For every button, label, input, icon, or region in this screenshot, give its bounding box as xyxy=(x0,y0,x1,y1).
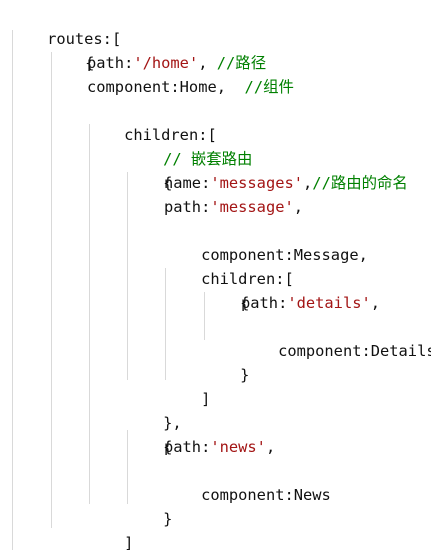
code-line-8: name:'messages',//路由的命名 xyxy=(164,171,408,195)
code-line-9: path:'message', xyxy=(164,195,303,219)
close-bracket: ] xyxy=(124,534,134,550)
indent-guide-level-2 xyxy=(51,52,52,528)
children-key: children:[ xyxy=(201,270,294,288)
nested-route-comment: // 嵌套路由 xyxy=(163,150,253,168)
routes-declaration: routes:[ xyxy=(47,30,122,48)
close-brace: } xyxy=(163,510,173,528)
close-brace: } xyxy=(240,366,250,384)
code-line-13: path:'details', xyxy=(241,291,380,315)
indent-guide-level-6 xyxy=(204,292,205,340)
code-line-21: } xyxy=(126,483,172,528)
children-key: children:[ xyxy=(124,126,217,144)
comma: , xyxy=(198,54,217,72)
code-line-12: { xyxy=(203,267,249,312)
component-comment: //组件 xyxy=(244,78,294,96)
code-line-20: component:News xyxy=(164,459,331,504)
code-line-3: path:'/home', //路径 xyxy=(87,51,266,75)
path-key: path: xyxy=(164,198,211,216)
path-value: 'news' xyxy=(210,438,266,456)
path-comment: //路径 xyxy=(216,54,267,72)
component-news: component:News xyxy=(201,486,331,504)
indent-guide-level-1 xyxy=(12,30,13,550)
code-line-1: routes:[ xyxy=(10,3,121,48)
indent-guide-level-4a xyxy=(127,172,128,380)
code-line-6: // 嵌套路由 xyxy=(126,123,252,168)
comma: , xyxy=(303,174,313,192)
indent-guide-level-3 xyxy=(89,124,90,504)
open-brace: { xyxy=(240,294,250,312)
code-line-10: component:Message, xyxy=(164,219,368,264)
path-key: path: xyxy=(87,54,134,72)
open-brace: { xyxy=(163,438,173,456)
code-line-16: ] xyxy=(164,363,210,408)
path-key: path: xyxy=(241,294,288,312)
open-brace: { xyxy=(163,174,173,192)
path-value: 'message' xyxy=(210,198,294,216)
name-value: 'messages' xyxy=(210,174,304,192)
code-line-19: path:'news', xyxy=(164,435,275,459)
name-comment: //路由的命名 xyxy=(312,174,408,192)
code-line-23: }, xyxy=(48,526,104,550)
code-line-22: ] xyxy=(87,507,133,550)
name-key: name: xyxy=(164,174,211,192)
code-line-4: component:Home, //组件 xyxy=(87,75,294,99)
component-details: component:Details xyxy=(278,342,431,360)
component-home: component:Home, xyxy=(87,78,226,96)
code-line-14: component:Details xyxy=(241,315,431,360)
comma: , xyxy=(370,294,381,312)
indent-guide-level-5 xyxy=(165,268,166,380)
code-line-2: { xyxy=(48,27,94,72)
close-bracket: ] xyxy=(201,390,211,408)
code-line-11: children:[ xyxy=(164,243,294,288)
code-line-15: } xyxy=(203,339,249,384)
path-value: '/home' xyxy=(133,54,199,72)
code-line-5: children:[ xyxy=(87,99,217,144)
indent-guide-level-4b xyxy=(127,430,128,504)
code-line-17: }, xyxy=(126,387,182,432)
whitespace xyxy=(226,78,245,96)
open-brace: { xyxy=(85,54,95,72)
path-value: 'details' xyxy=(287,294,371,312)
close-brace-comma: }, xyxy=(163,414,182,432)
comma: , xyxy=(265,438,276,456)
code-line-7: { xyxy=(126,147,172,192)
path-key: path: xyxy=(164,438,211,456)
code-line-18: { xyxy=(126,411,172,456)
component-message: component:Message, xyxy=(201,246,368,264)
comma: , xyxy=(293,198,304,216)
